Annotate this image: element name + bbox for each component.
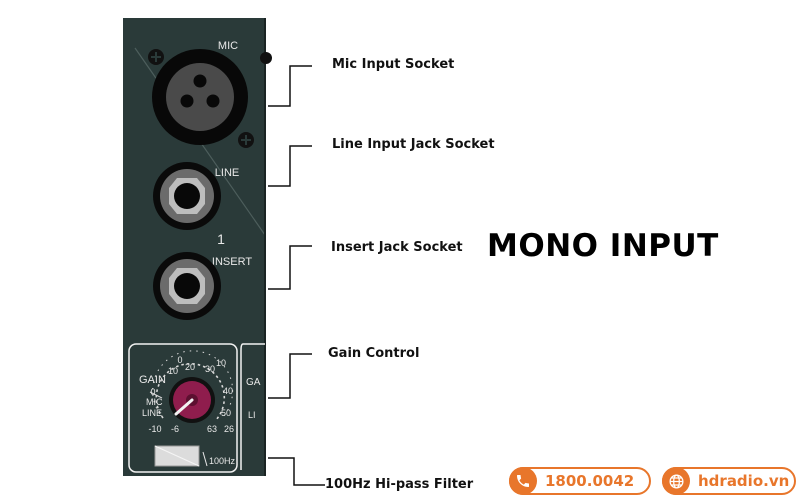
- line-label-next: LI: [248, 410, 256, 420]
- insert-jack: [153, 252, 221, 320]
- scale-tick: 0: [150, 387, 155, 397]
- callout-hi-pass-filter: 100Hz Hi-pass Filter: [325, 477, 474, 492]
- scale-tick: -6: [171, 424, 179, 434]
- callout-line-input-jack-socket: Line Input Jack Socket: [332, 137, 495, 152]
- scale-tick: -10: [148, 424, 161, 434]
- callout-mic-input-socket: Mic Input Socket: [332, 57, 455, 72]
- callout-gain-control: Gain Control: [328, 346, 420, 361]
- mic-label: MIC: [218, 40, 238, 52]
- gain-knob[interactable]: [169, 377, 215, 423]
- globe-icon: [662, 467, 690, 495]
- line-label: LINE: [215, 167, 239, 179]
- callout-insert-jack-socket: Insert Jack Socket: [331, 240, 463, 255]
- scale-tick: 50: [221, 408, 231, 418]
- channel-number: 1: [217, 231, 225, 247]
- mic-input-socket: [148, 49, 272, 148]
- phone-icon: [509, 467, 537, 495]
- scale-tick: 0: [177, 355, 182, 365]
- website-url: hdradio.vn: [698, 472, 790, 490]
- scale-tick: 26: [224, 424, 234, 434]
- scale-tick: 10: [216, 358, 226, 368]
- website-badge[interactable]: hdradio.vn: [662, 467, 796, 495]
- scale-tick: 30: [205, 364, 215, 374]
- gain-label-next: GA: [246, 377, 261, 388]
- diagram-heading: MONO INPUT: [487, 228, 719, 264]
- insert-label: INSERT: [212, 256, 252, 268]
- scale-tick: 20: [185, 362, 195, 372]
- phone-contact-badge[interactable]: 1800.0042: [509, 467, 651, 495]
- line-input-jack: [153, 162, 221, 230]
- scale-tick: 63: [207, 424, 217, 434]
- gain-label: GAIN: [139, 374, 166, 386]
- line-scale-label: LINE: [142, 408, 162, 418]
- phone-number: 1800.0042: [545, 472, 635, 490]
- gain-section: [128, 343, 238, 473]
- leader-lines: [268, 65, 325, 486]
- filter-label: 100Hz: [209, 456, 236, 466]
- gain-scale-ticks: 0 10 20 30 10 40 50 0 -10 -6 63 26: [148, 355, 234, 434]
- scale-tick: 10: [168, 366, 178, 376]
- scale-tick: 40: [223, 386, 233, 396]
- gain-scale: [149, 350, 234, 421]
